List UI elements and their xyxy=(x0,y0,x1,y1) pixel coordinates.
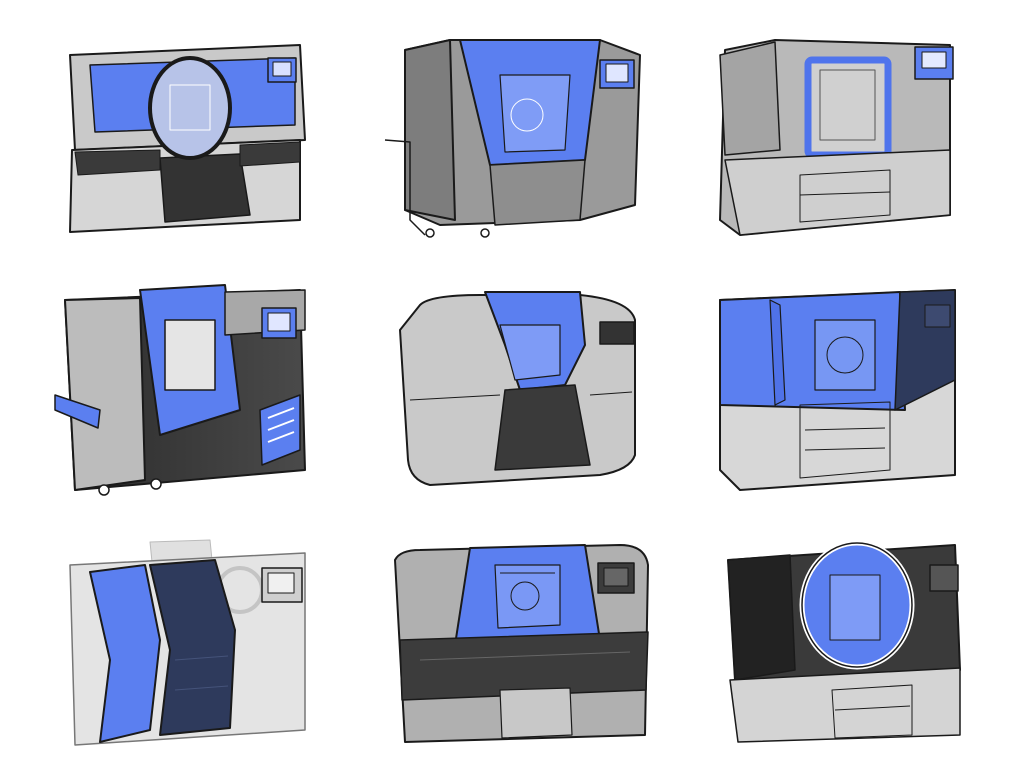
concept-6-printer-sketch xyxy=(719,289,956,491)
concept-9-printer-sketch xyxy=(727,540,961,743)
concept-5-printer-sketch xyxy=(399,291,636,486)
concept-8-printer-sketch xyxy=(394,544,649,743)
concept-3-printer-sketch xyxy=(719,39,954,236)
concept-2-printer-sketch xyxy=(384,39,641,238)
concept-7-printer-sketch xyxy=(69,539,306,746)
concept-4-printer-sketch xyxy=(54,284,306,496)
concept-1-printer-sketch xyxy=(69,44,306,233)
